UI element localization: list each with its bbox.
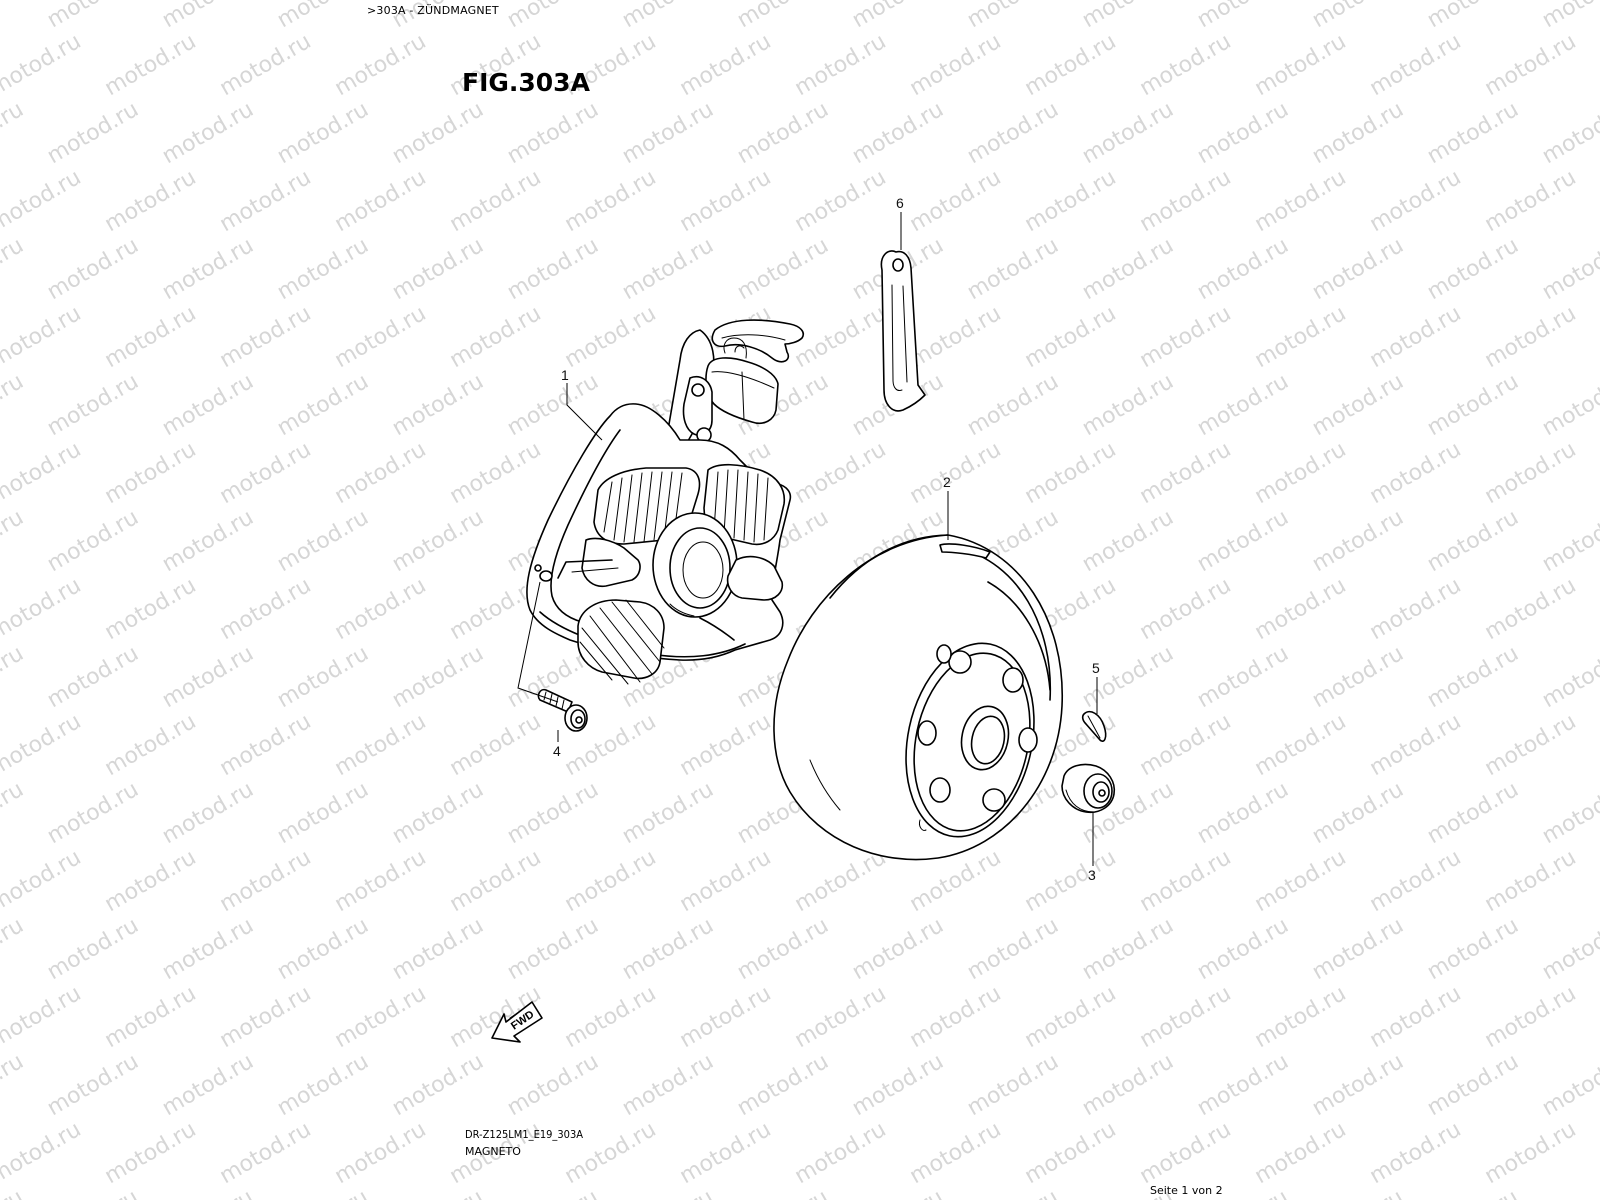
page-indicator: Seite 1 von 2 bbox=[1150, 1184, 1223, 1197]
ref-callouts: 1 2 3 4 5 6 bbox=[517, 195, 1100, 883]
part-woodruff-key[interactable] bbox=[1081, 710, 1107, 742]
figure-title: FIG.303A bbox=[462, 68, 590, 97]
drawing-name: MAGNETO bbox=[465, 1145, 521, 1158]
ref-label-1: 1 bbox=[561, 367, 569, 383]
ref-label-3: 3 bbox=[1088, 867, 1096, 883]
part-wire-clamp[interactable] bbox=[880, 250, 926, 412]
fwd-direction-badge: FWD bbox=[491, 1001, 543, 1043]
part-rotor-nut[interactable] bbox=[1061, 763, 1116, 814]
ref-label-5: 5 bbox=[1092, 660, 1100, 676]
part-stator-bolt[interactable] bbox=[537, 688, 588, 732]
part-rotor-flywheel[interactable] bbox=[773, 534, 1063, 861]
drawing-code: DR-Z125LM1_E19_303A bbox=[465, 1128, 584, 1141]
ref-label-6: 6 bbox=[896, 195, 904, 211]
ref-label-2: 2 bbox=[943, 474, 951, 490]
ref-label-4: 4 bbox=[553, 743, 561, 759]
part-stator-assembly[interactable] bbox=[526, 319, 805, 685]
breadcrumb: >303A - ZÜNDMAGNET bbox=[367, 4, 499, 17]
